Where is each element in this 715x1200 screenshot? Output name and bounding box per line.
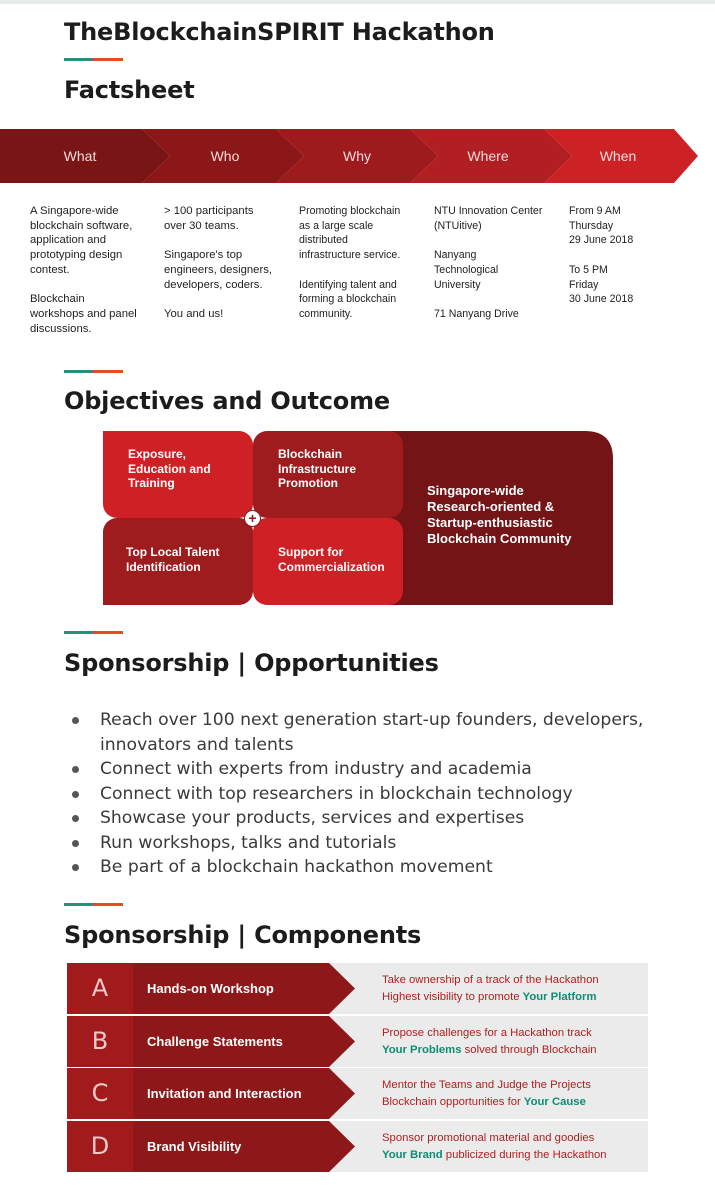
factsheet-label-when: When (599, 148, 637, 164)
list-item: Connect with experts from industry and a… (70, 757, 670, 782)
objective-shape-commercialization (253, 518, 403, 605)
factsheet-why-text: Promoting blockchain as a large scale di… (299, 205, 401, 320)
factsheet-label-who: Who (210, 148, 240, 164)
title-accent-bar (64, 58, 123, 61)
objectives-shapes (103, 431, 613, 605)
opportunities-list: Reach over 100 next generation start-up … (70, 708, 670, 880)
list-item: Connect with top researchers in blockcha… (70, 782, 670, 807)
component-arrow (133, 963, 355, 1014)
bullet-icon (72, 766, 79, 773)
objective-training: Exposure, Education and Training (128, 447, 211, 490)
factsheet-label-where: Where (467, 148, 509, 164)
objective-shape-training (103, 431, 253, 518)
list-item: Showcase your products, services and exp… (70, 806, 670, 831)
component-title: Hands-on Workshop (147, 981, 274, 996)
factsheet-where-text: NTU Innovation Center (NTUitive) Nanyang… (434, 205, 543, 320)
list-item: Reach over 100 next generation start-up … (70, 708, 670, 757)
component-arrow (133, 1121, 355, 1172)
factsheet-label-what: What (63, 148, 97, 164)
objective-talent: Top Local Talent Identification (126, 545, 220, 574)
chevron-when (544, 129, 698, 183)
component-row-b: B Challenge Statements Propose challenge… (67, 1016, 648, 1067)
bullet-icon (72, 815, 79, 822)
factsheet-heading: Factsheet (64, 76, 195, 104)
component-title: Brand Visibility (147, 1139, 242, 1154)
list-item: Be part of a blockchain hackathon moveme… (70, 855, 670, 880)
component-letter: B (67, 1016, 133, 1067)
chevron-why (276, 129, 438, 183)
component-letter: A (67, 963, 133, 1014)
chevron-where (410, 129, 572, 183)
components-heading: Sponsorship | Components (64, 921, 422, 949)
component-letter: D (67, 1121, 133, 1172)
plus-icon: + (244, 510, 261, 527)
objective-shape-infrastructure (253, 431, 403, 518)
component-row-c: C Invitation and Interaction Mentor the … (67, 1068, 648, 1119)
outcome-shape (383, 431, 613, 605)
bullet-icon (72, 839, 79, 847)
bullet-icon (72, 717, 79, 724)
component-row-d: D Brand Visibility Sponsor promotional m… (67, 1121, 648, 1172)
components-accent-bar (64, 903, 123, 906)
factsheet-chevron-band: What Who Why Where When (0, 129, 715, 183)
component-letter: C (67, 1068, 133, 1119)
objectives-heading: Objectives and Outcome (64, 387, 390, 415)
component-title: Invitation and Interaction (147, 1086, 302, 1101)
objective-commercialization: Support for Commercialization (278, 545, 385, 574)
component-title: Challenge Statements (147, 1034, 283, 1049)
factsheet-what-text: A Singapore-wide blockchain software, ap… (30, 205, 137, 335)
component-description: Propose challenges for a Hackathon track… (382, 1027, 597, 1056)
component-description: Take ownership of a track of the Hackath… (382, 974, 599, 1003)
opportunities-accent-bar (64, 631, 123, 634)
component-arrow (133, 1068, 355, 1119)
objective-infrastructure: Blockchain Infrastructure Promotion (278, 447, 357, 490)
chevron-band-graphic (0, 129, 698, 183)
factsheet-when-text: From 9 AM Thursday 29 June 2018 To 5 PM … (569, 205, 634, 306)
component-description: Mentor the Teams and Judge the Projects … (382, 1079, 591, 1108)
chevron-what (0, 129, 170, 183)
component-arrow (133, 1016, 355, 1067)
factsheet-label-why: Why (343, 148, 371, 164)
list-item: Run workshops, talks and tutorials (70, 831, 670, 856)
bullet-icon (72, 864, 79, 871)
bullet-icon (72, 790, 79, 798)
objective-shape-talent (103, 518, 253, 605)
objectives-accent-bar (64, 370, 123, 373)
chevron-who (142, 129, 304, 183)
outcome-text: Singapore-wide Research-oriented & Start… (427, 483, 572, 546)
objectives-diagram: Exposure, Education and Training Blockch… (103, 431, 613, 605)
component-row-a: A Hands-on Workshop Take ownership of a … (67, 963, 648, 1014)
component-description: Sponsor promotional material and goodies… (382, 1132, 607, 1161)
factsheet-who-text: > 100 participants over 30 teams. Singap… (164, 205, 273, 320)
page-title: TheBlockchainSPIRIT Hackathon (64, 18, 495, 46)
top-divider (0, 0, 715, 4)
opportunities-heading: Sponsorship | Opportunities (64, 649, 439, 677)
